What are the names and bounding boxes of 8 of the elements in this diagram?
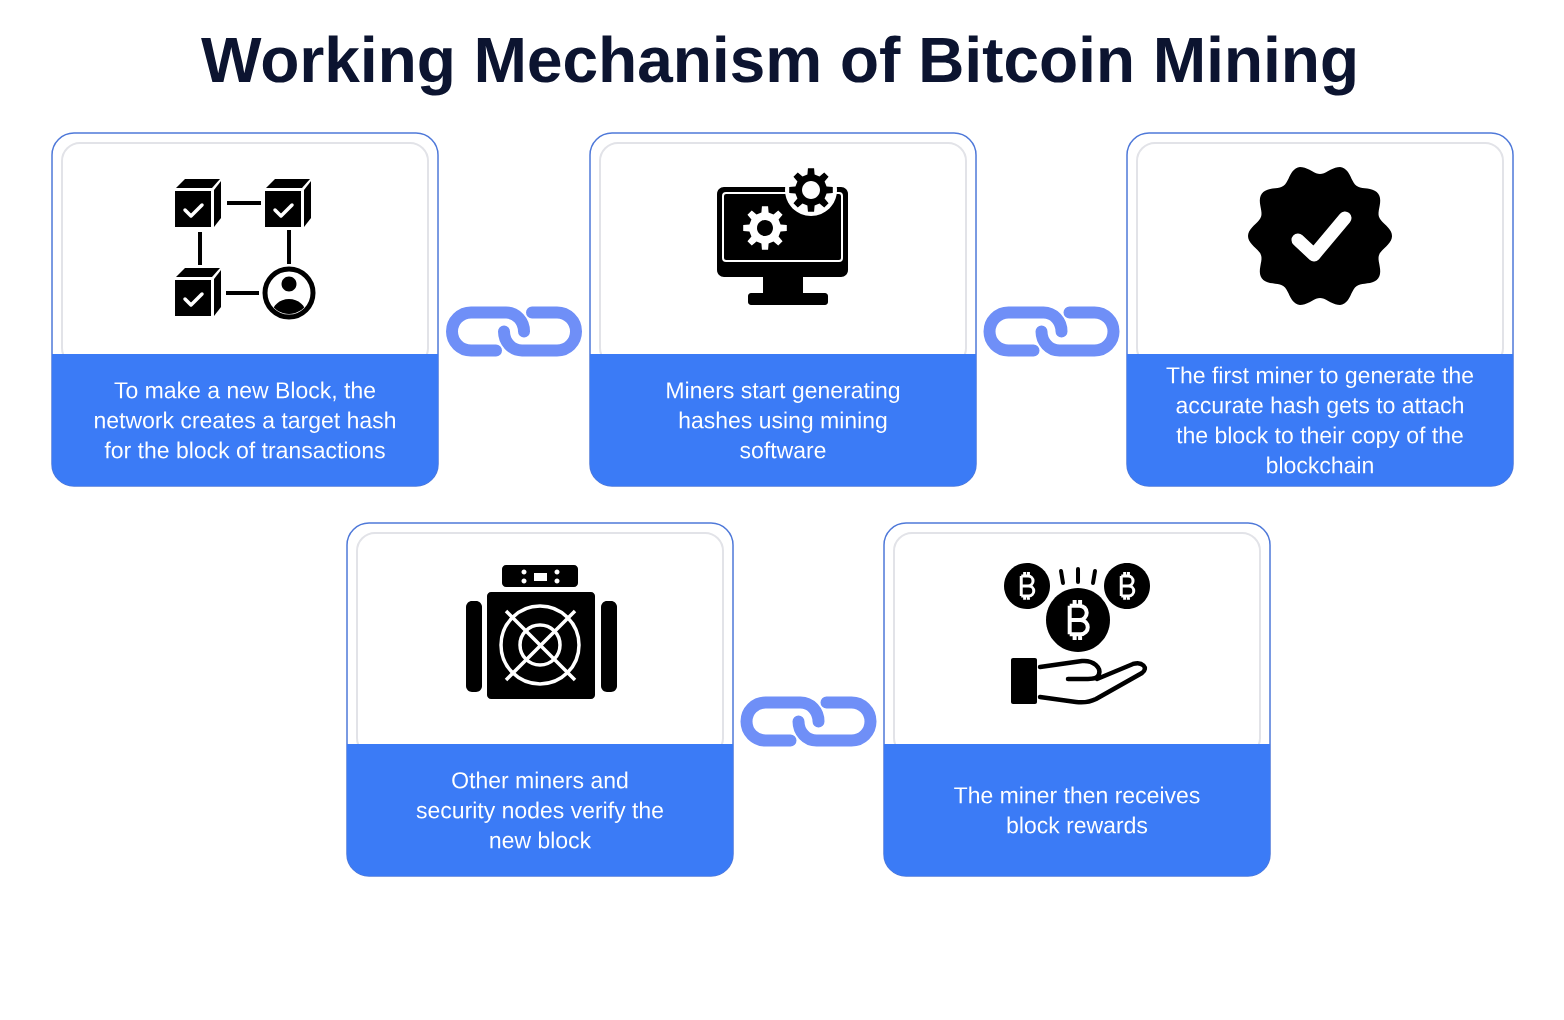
step-card: To make a new Block, the network creates a target hash for the block of transactions bbox=[51, 132, 439, 487]
chain-link bbox=[740, 696, 877, 747]
step-card: The miner then receives block rewards bbox=[883, 522, 1271, 877]
chain-link bbox=[446, 306, 582, 357]
title: Working Mechanism of Bitcoin Mining bbox=[201, 35, 1355, 96]
chain-link bbox=[983, 306, 1120, 357]
step-card: Miners start generating hashes using mining software bbox=[589, 132, 977, 487]
step-card: The first miner to generate the accurate hash gets to attach the block to their copy of the blockchain bbox=[1126, 132, 1514, 487]
